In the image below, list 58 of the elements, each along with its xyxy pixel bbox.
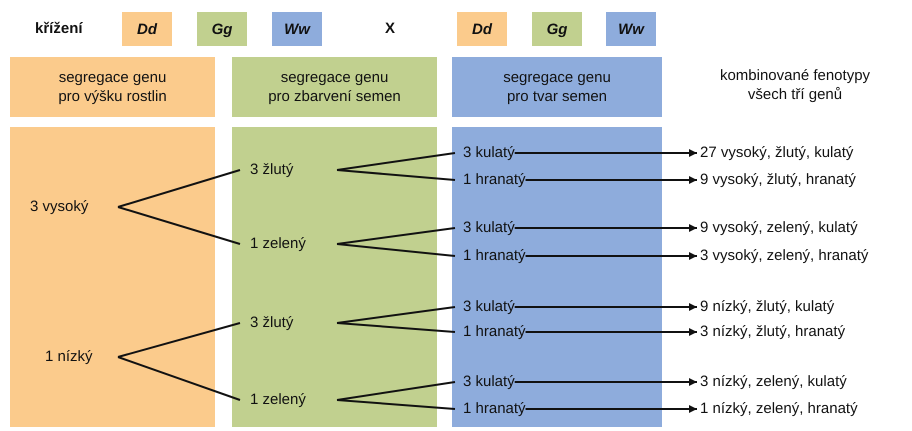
arrow bbox=[526, 252, 697, 260]
trait-label: 3 nízký, zelený, kulatý bbox=[697, 372, 902, 392]
header-text: segregace genu pro zbarvení semen bbox=[267, 68, 402, 106]
genotype-label: Dd bbox=[472, 20, 492, 38]
arrow bbox=[514, 149, 697, 157]
cross-label: křížení bbox=[35, 19, 84, 38]
trait-label: 3 žlutý bbox=[240, 160, 337, 180]
branch-line bbox=[336, 399, 456, 410]
header-text: segregace genu pro tvar semen bbox=[502, 68, 612, 106]
trait-label: 3 nízký, žlutý, hranatý bbox=[697, 322, 902, 342]
column-band bbox=[232, 127, 437, 427]
trait-label: 3 žlutý bbox=[240, 313, 337, 333]
trait-label: 3 vysoký, zelený, hranatý bbox=[697, 246, 902, 266]
cross-symbol: X bbox=[385, 19, 396, 38]
genotype-box bbox=[606, 12, 656, 46]
header-text: segregace genu pro výšku rostlin bbox=[57, 68, 168, 106]
genotype-label: Dd bbox=[137, 20, 157, 38]
trait-label: 9 vysoký, žlutý, hranatý bbox=[697, 170, 902, 190]
arrow bbox=[514, 303, 697, 311]
arrow bbox=[514, 224, 697, 232]
trait-label: 9 nízký, žlutý, kulatý bbox=[697, 297, 902, 317]
trait-label: 1 nízký bbox=[45, 347, 118, 367]
genotype-box bbox=[197, 12, 247, 46]
trait-label: 3 kulatý bbox=[455, 143, 515, 163]
trait-label: 3 vysoký bbox=[30, 197, 118, 217]
header-box bbox=[452, 57, 662, 117]
trait-label: 3 kulatý bbox=[455, 218, 515, 238]
trait-label: 27 vysoký, žlutý, kulatý bbox=[697, 143, 902, 163]
column-band bbox=[452, 127, 662, 427]
trait-label: 1 nízký, zelený, hranatý bbox=[697, 399, 902, 419]
branch-line bbox=[336, 322, 456, 333]
branch-line bbox=[336, 243, 456, 257]
branch-line bbox=[336, 169, 456, 181]
header-box bbox=[232, 57, 437, 117]
trait-label: 1 hranatý bbox=[455, 322, 526, 342]
trait-label: 1 hranatý bbox=[455, 170, 526, 190]
trait-label: 1 zelený bbox=[240, 234, 337, 254]
genotype-box bbox=[272, 12, 322, 46]
genotype-label: Ww bbox=[284, 20, 310, 38]
arrow bbox=[526, 405, 697, 413]
genotype-box bbox=[457, 12, 507, 46]
genotype-box bbox=[122, 12, 172, 46]
trait-label: 9 vysoký, zelený, kulatý bbox=[697, 218, 902, 238]
header-box bbox=[10, 57, 215, 117]
trait-label: 3 kulatý bbox=[455, 297, 515, 317]
arrow bbox=[526, 328, 697, 336]
genotype-label: Gg bbox=[546, 20, 568, 38]
trait-label: 1 hranatý bbox=[455, 246, 526, 266]
genotype-box bbox=[532, 12, 582, 46]
trait-label: 1 hranatý bbox=[455, 399, 526, 419]
genotype-label: Gg bbox=[212, 20, 232, 38]
column-band bbox=[10, 127, 215, 427]
genotype-label: Ww bbox=[618, 20, 644, 38]
column-heading: kombinované fenotypy všech tří genů bbox=[718, 66, 872, 104]
arrow bbox=[526, 176, 697, 184]
arrow bbox=[514, 378, 697, 386]
trait-label: 1 zelený bbox=[240, 390, 337, 410]
trait-label: 3 kulatý bbox=[455, 372, 515, 392]
